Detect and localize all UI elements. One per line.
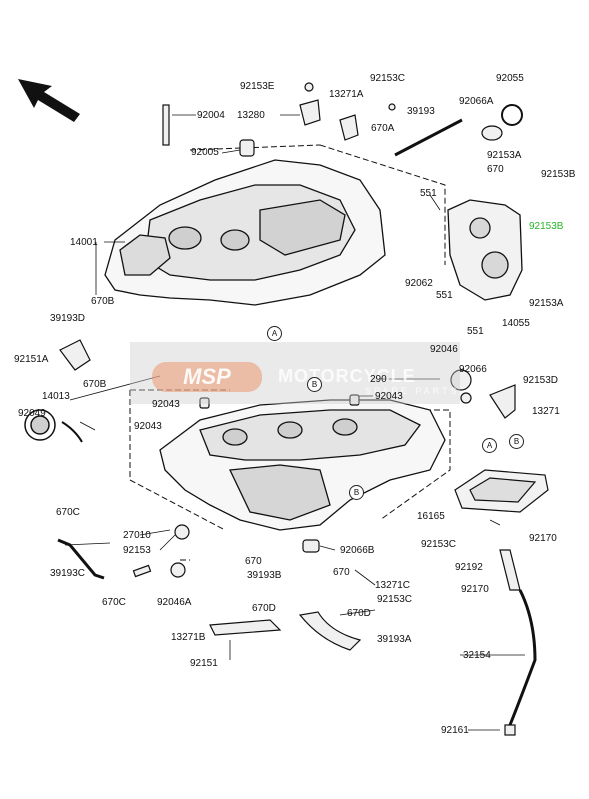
part-label: 92004 xyxy=(197,110,225,121)
part-label: 13271B xyxy=(171,632,206,643)
part-label: 14001 xyxy=(70,237,98,248)
part-label: 670B xyxy=(91,296,115,307)
part-label: 670C xyxy=(56,507,80,518)
front-arrow-icon xyxy=(18,79,80,122)
part-label: 92153C xyxy=(421,539,457,550)
part-label: 13271 xyxy=(532,406,560,417)
part-label: 32154 xyxy=(463,650,491,661)
watermark-text: MOTORCYCLE xyxy=(278,366,416,386)
half-ring-14013 xyxy=(61,421,83,443)
part-label: 92151 xyxy=(190,658,218,669)
part-label: 670C xyxy=(102,597,126,608)
reference-marker-b: B xyxy=(509,434,524,449)
watermark-subtext: SPARE PARTS xyxy=(365,386,460,396)
part-label: 39193A xyxy=(377,634,412,645)
side-cover-14055 xyxy=(447,199,523,301)
part-label: 16165 xyxy=(417,511,445,522)
part-label: 92153E xyxy=(240,81,275,92)
part-label: 92153D xyxy=(523,375,559,386)
part-label: 670A xyxy=(371,123,395,134)
small-parts xyxy=(57,82,537,736)
part-label: 92153 xyxy=(123,545,151,556)
part-label: 92153C xyxy=(377,594,413,605)
part-label: 92151A xyxy=(14,354,49,365)
part-label: 92161 xyxy=(441,725,469,736)
watermark: MSP MOTORCYCLE SPARE PARTS xyxy=(130,342,460,404)
part-label: 13271A xyxy=(329,89,364,100)
part-label: 92043 xyxy=(134,421,162,432)
part-label: 92153A xyxy=(487,150,522,161)
part-label: 13280 xyxy=(237,110,265,121)
part-label: 92055 xyxy=(496,73,524,84)
part-label: 92066B xyxy=(340,545,375,556)
part-label: 551 xyxy=(420,188,437,199)
part-label: 27010 xyxy=(123,530,151,541)
part-label: 670D xyxy=(347,608,371,619)
part-label: 92066 xyxy=(459,364,487,375)
part-label: 39193D xyxy=(50,313,86,324)
part-label: 670D xyxy=(252,603,276,614)
reference-marker-b: B xyxy=(349,485,364,500)
part-label: 39193 xyxy=(407,106,435,117)
reference-marker-a: A xyxy=(267,326,282,341)
part-label: 92046 xyxy=(430,344,458,355)
part-label: 92043 xyxy=(375,391,403,402)
part-label: 92062 xyxy=(405,278,433,289)
oil-seal-92049 xyxy=(24,409,56,441)
part-label: 551 xyxy=(436,290,453,301)
upper-crankcase xyxy=(104,159,386,306)
part-label: 670 xyxy=(245,556,262,567)
part-label: 92153A xyxy=(529,298,564,309)
part-label: 14055 xyxy=(502,318,530,329)
part-label: 92153C xyxy=(370,73,406,84)
part-label: 92170 xyxy=(461,584,489,595)
part-label: 92170 xyxy=(529,533,557,544)
part-label: 92192 xyxy=(455,562,483,573)
part-label: 92049 xyxy=(18,408,46,419)
part-label: 670 xyxy=(333,567,350,578)
reference-marker-b: B xyxy=(307,377,322,392)
reference-marker-a: A xyxy=(482,438,497,453)
part-label: 39193B xyxy=(247,570,282,581)
part-label: 670B xyxy=(83,379,107,390)
part-label: 92153B xyxy=(541,169,576,180)
part-label-highlighted: 92153B xyxy=(529,221,564,232)
watermark-logo: MSP xyxy=(152,362,262,392)
part-label: 13271C xyxy=(375,580,411,591)
part-label: 551 xyxy=(467,326,484,337)
part-label: 670 xyxy=(487,164,504,175)
part-label: 92005 xyxy=(191,147,219,158)
part-label: 92046A xyxy=(157,597,192,608)
part-label: 92043 xyxy=(152,399,180,410)
lower-crankcase xyxy=(159,399,446,531)
part-label: 290 xyxy=(370,374,387,385)
part-label: 14013 xyxy=(42,391,70,402)
part-label: 92066A xyxy=(459,96,494,107)
part-label: 39193C xyxy=(50,568,86,579)
leader-lines xyxy=(64,114,525,731)
oil-pan-16165 xyxy=(454,469,549,513)
